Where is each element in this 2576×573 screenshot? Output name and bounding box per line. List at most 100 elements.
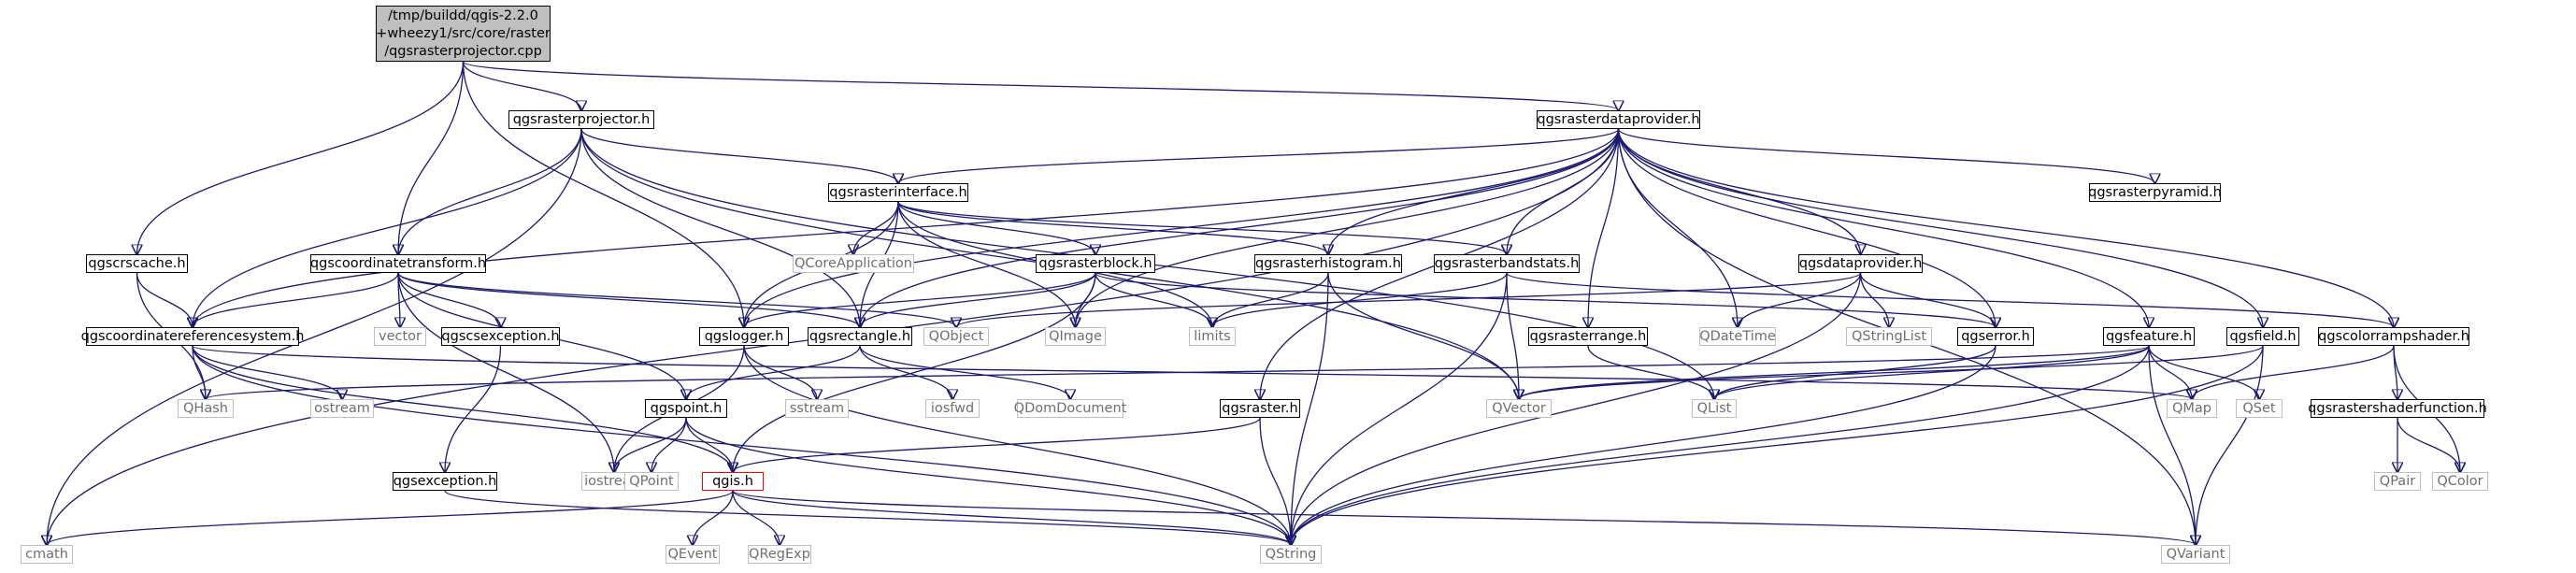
include-edge: [398, 61, 465, 254]
include-edge: [462, 61, 1619, 110]
node-qgscsexception-h[interactable]: qgscsexception.h: [441, 327, 560, 346]
include-edge: [732, 490, 1291, 545]
node-qvector[interactable]: QVector: [1486, 399, 1552, 418]
include-edge: [136, 272, 193, 327]
include-edge: [1291, 272, 1862, 545]
node-qobject[interactable]: QObject: [923, 327, 989, 346]
include-edge: [1328, 128, 1620, 254]
node-qevent[interactable]: QEvent: [665, 545, 720, 564]
node-qgsrasterinterface-h[interactable]: qgsrasterinterface.h: [828, 183, 968, 202]
node-qcoreapplication[interactable]: QCoreApplication: [793, 254, 914, 273]
node-qdatetime[interactable]: QDateTime: [1699, 327, 1776, 346]
include-edge: [1859, 272, 1890, 327]
node-qvariant[interactable]: QVariant: [2161, 545, 2230, 564]
include-edge: [743, 345, 817, 399]
include-edge: [1519, 345, 2150, 399]
include-edge: [580, 128, 898, 183]
include-edge: [860, 128, 1620, 327]
include-edge: [462, 61, 582, 110]
include-edge: [2148, 345, 2192, 399]
node-qset[interactable]: QSet: [2236, 399, 2283, 418]
node-qlist[interactable]: QList: [1692, 399, 1737, 418]
include-edge: [445, 345, 502, 472]
node-qgsrectangle-h[interactable]: qgsrectangle.h: [808, 327, 912, 346]
node-qgsexception-h[interactable]: qgsexception.h: [393, 472, 497, 491]
node-qgis-h[interactable]: qgis.h: [702, 472, 764, 491]
node-cmath[interactable]: cmath: [21, 545, 73, 564]
include-edge: [193, 128, 582, 327]
include-edge: [614, 417, 687, 472]
node-limits[interactable]: limits: [1189, 327, 1236, 346]
node-sstream[interactable]: sstream: [785, 399, 849, 418]
include-edge: [397, 272, 956, 327]
include-edge: [1714, 345, 1996, 399]
include-edge: [1291, 345, 1996, 545]
include-edge: [192, 345, 1291, 545]
include-edge: [1506, 272, 2394, 327]
include-edge: [732, 490, 2196, 545]
node-qgslogger-h[interactable]: qgslogger.h: [699, 327, 789, 346]
include-edge: [744, 272, 1096, 327]
include-edge: [1617, 128, 2264, 327]
include-edge: [859, 345, 1070, 399]
include-edge: [1617, 128, 2395, 327]
node-vector[interactable]: vector: [374, 327, 426, 346]
node-ostream[interactable]: ostream: [310, 399, 374, 418]
include-edge: [743, 345, 1291, 545]
include-edge: [651, 417, 687, 472]
node-qgspoint-h[interactable]: qgspoint.h: [645, 399, 727, 418]
node-qhash[interactable]: QHash: [178, 399, 234, 418]
node-qgsraster-h[interactable]: qgsraster.h: [1220, 399, 1300, 418]
node-qgsrasterprojector-h[interactable]: qgsrasterprojector.h: [508, 110, 654, 129]
include-edge: [193, 272, 399, 327]
node-qimage[interactable]: QImage: [1045, 327, 1106, 346]
node-qgserror-h[interactable]: qgserror.h: [1957, 327, 2034, 346]
node-qgsrasterbandstats-h[interactable]: qgsrasterbandstats.h: [1434, 254, 1580, 273]
node-qgsrastershaderfunction-h[interactable]: qgsrastershaderfunction.h: [2308, 399, 2487, 418]
include-edge: [193, 128, 1620, 327]
node-qdomdocument[interactable]: QDomDocument: [1013, 399, 1127, 418]
node-qgsfeature-h[interactable]: qgsfeature.h: [2103, 327, 2195, 346]
include-edge: [898, 128, 1620, 183]
node-qgscoordinatetransform-h[interactable]: qgscoordinatetransform.h: [309, 254, 487, 273]
node-qstring[interactable]: QString: [1260, 545, 1322, 564]
include-edge: [1212, 272, 1508, 327]
include-edge: [462, 61, 745, 327]
include-edge: [897, 201, 1328, 254]
include-edge: [693, 490, 734, 545]
include-edge: [2196, 345, 2264, 545]
include-edge: [1587, 345, 1714, 399]
include-edge: [897, 201, 1095, 254]
node-qmap[interactable]: QMap: [2167, 399, 2217, 418]
node-qgscrscache-h[interactable]: qgscrscache.h: [86, 254, 188, 273]
node-qgsrasterhistogram-h[interactable]: qgsrasterhistogram.h: [1254, 254, 1402, 273]
include-edge: [1617, 128, 2150, 327]
node-qgsfield-h[interactable]: qgsfield.h: [2226, 327, 2299, 346]
include-edge: [1212, 272, 1329, 327]
node-qpair[interactable]: QPair: [2374, 472, 2421, 491]
include-edge: [1617, 128, 2155, 183]
include-edge: [1714, 345, 2150, 399]
include-edge: [1291, 345, 2150, 545]
include-edge: [859, 345, 952, 399]
include-edge: [2148, 345, 2259, 399]
node-qregexp[interactable]: QRegExp: [748, 545, 811, 564]
node-iosfwd[interactable]: iosfwd: [925, 399, 980, 418]
node-qcolor[interactable]: QColor: [2432, 472, 2488, 491]
node-qgsrasterrange-h[interactable]: qgsrasterrange.h: [1528, 327, 1648, 346]
node-qgsdataprovider-h[interactable]: qgsdataprovider.h: [1798, 254, 1923, 273]
include-edge: [1291, 345, 2264, 545]
node-qgsrasterpyramid-h[interactable]: qgsrasterpyramid.h: [2088, 183, 2222, 202]
node-qpoint[interactable]: QPoint: [624, 472, 679, 491]
include-edge: [1506, 272, 1519, 399]
node-qstringlist[interactable]: QStringList: [1846, 327, 1932, 346]
include-edge: [897, 201, 1076, 327]
include-edge: [2192, 345, 2395, 399]
node-qgscolorrampshader-h[interactable]: qgscolorrampshader.h: [2318, 327, 2469, 346]
node-qgscoordinatereferencesystem-h[interactable]: qgscoordinatereferencesystem.h: [80, 327, 305, 346]
root-file-node[interactable]: /tmp/buildd/qgis-2.2.0 +wheezy1/src/core…: [376, 6, 551, 62]
node-qgsrasterdataprovider-h[interactable]: qgsrasterdataprovider.h: [1537, 110, 1700, 129]
node-qgsrasterblock-h[interactable]: qgsrasterblock.h: [1036, 254, 1155, 273]
include-edge: [1076, 128, 1620, 327]
include-edge: [1859, 272, 1996, 327]
